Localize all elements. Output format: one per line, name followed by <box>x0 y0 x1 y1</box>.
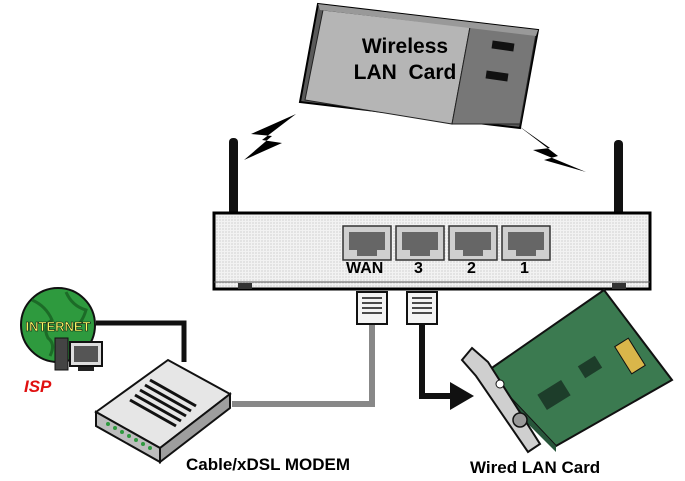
rj45-plug-wan <box>357 292 387 324</box>
cable-port3-to-wired-card <box>422 322 452 396</box>
arrow-head-icon <box>450 382 474 410</box>
cable-internet-to-modem <box>96 323 184 362</box>
port-label-1: 1 <box>520 260 529 278</box>
port-wan <box>343 226 391 260</box>
rj45-plug-port3 <box>407 292 437 324</box>
wireless-card-label: Wireless LAN Card <box>345 34 465 86</box>
wired-card-label: Wired LAN Card <box>470 458 600 478</box>
isp-label: ISP <box>24 377 51 397</box>
wireless-card-label-line1: Wireless <box>345 34 465 60</box>
wireless-signal-left-icon <box>244 114 296 160</box>
internet-badge-text: INTERNET <box>26 319 91 334</box>
cable-modem-to-wan <box>232 322 372 404</box>
wireless-card-label-line2: LAN Card <box>345 60 465 86</box>
wireless-signal-right-icon <box>516 124 586 172</box>
port-3 <box>396 226 444 260</box>
port-label-3: 3 <box>414 260 423 278</box>
modem <box>96 360 230 462</box>
port-1 <box>502 226 550 260</box>
port-label-wan: WAN <box>346 260 383 278</box>
wired-lan-card <box>462 290 672 452</box>
pc-icon <box>55 338 102 371</box>
port-2 <box>449 226 497 260</box>
modem-label: Cable/xDSL MODEM <box>186 455 350 475</box>
port-label-2: 2 <box>467 260 476 278</box>
